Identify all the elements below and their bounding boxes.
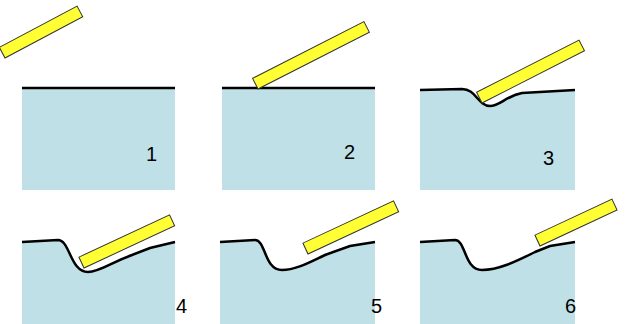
panel-1 — [0, 6, 175, 190]
panel-4 — [22, 215, 175, 324]
callout-number: 6 — [565, 296, 576, 316]
panel-6 — [420, 199, 617, 324]
panel-3 — [420, 40, 584, 190]
callout-number: 1 — [146, 144, 157, 164]
callout-number: 4 — [176, 296, 187, 316]
panel-5 — [220, 201, 399, 324]
callout-number: 3 — [543, 148, 554, 168]
callout-number: 2 — [344, 142, 355, 162]
panel-2 — [222, 22, 375, 190]
callout-number: 5 — [371, 296, 382, 316]
